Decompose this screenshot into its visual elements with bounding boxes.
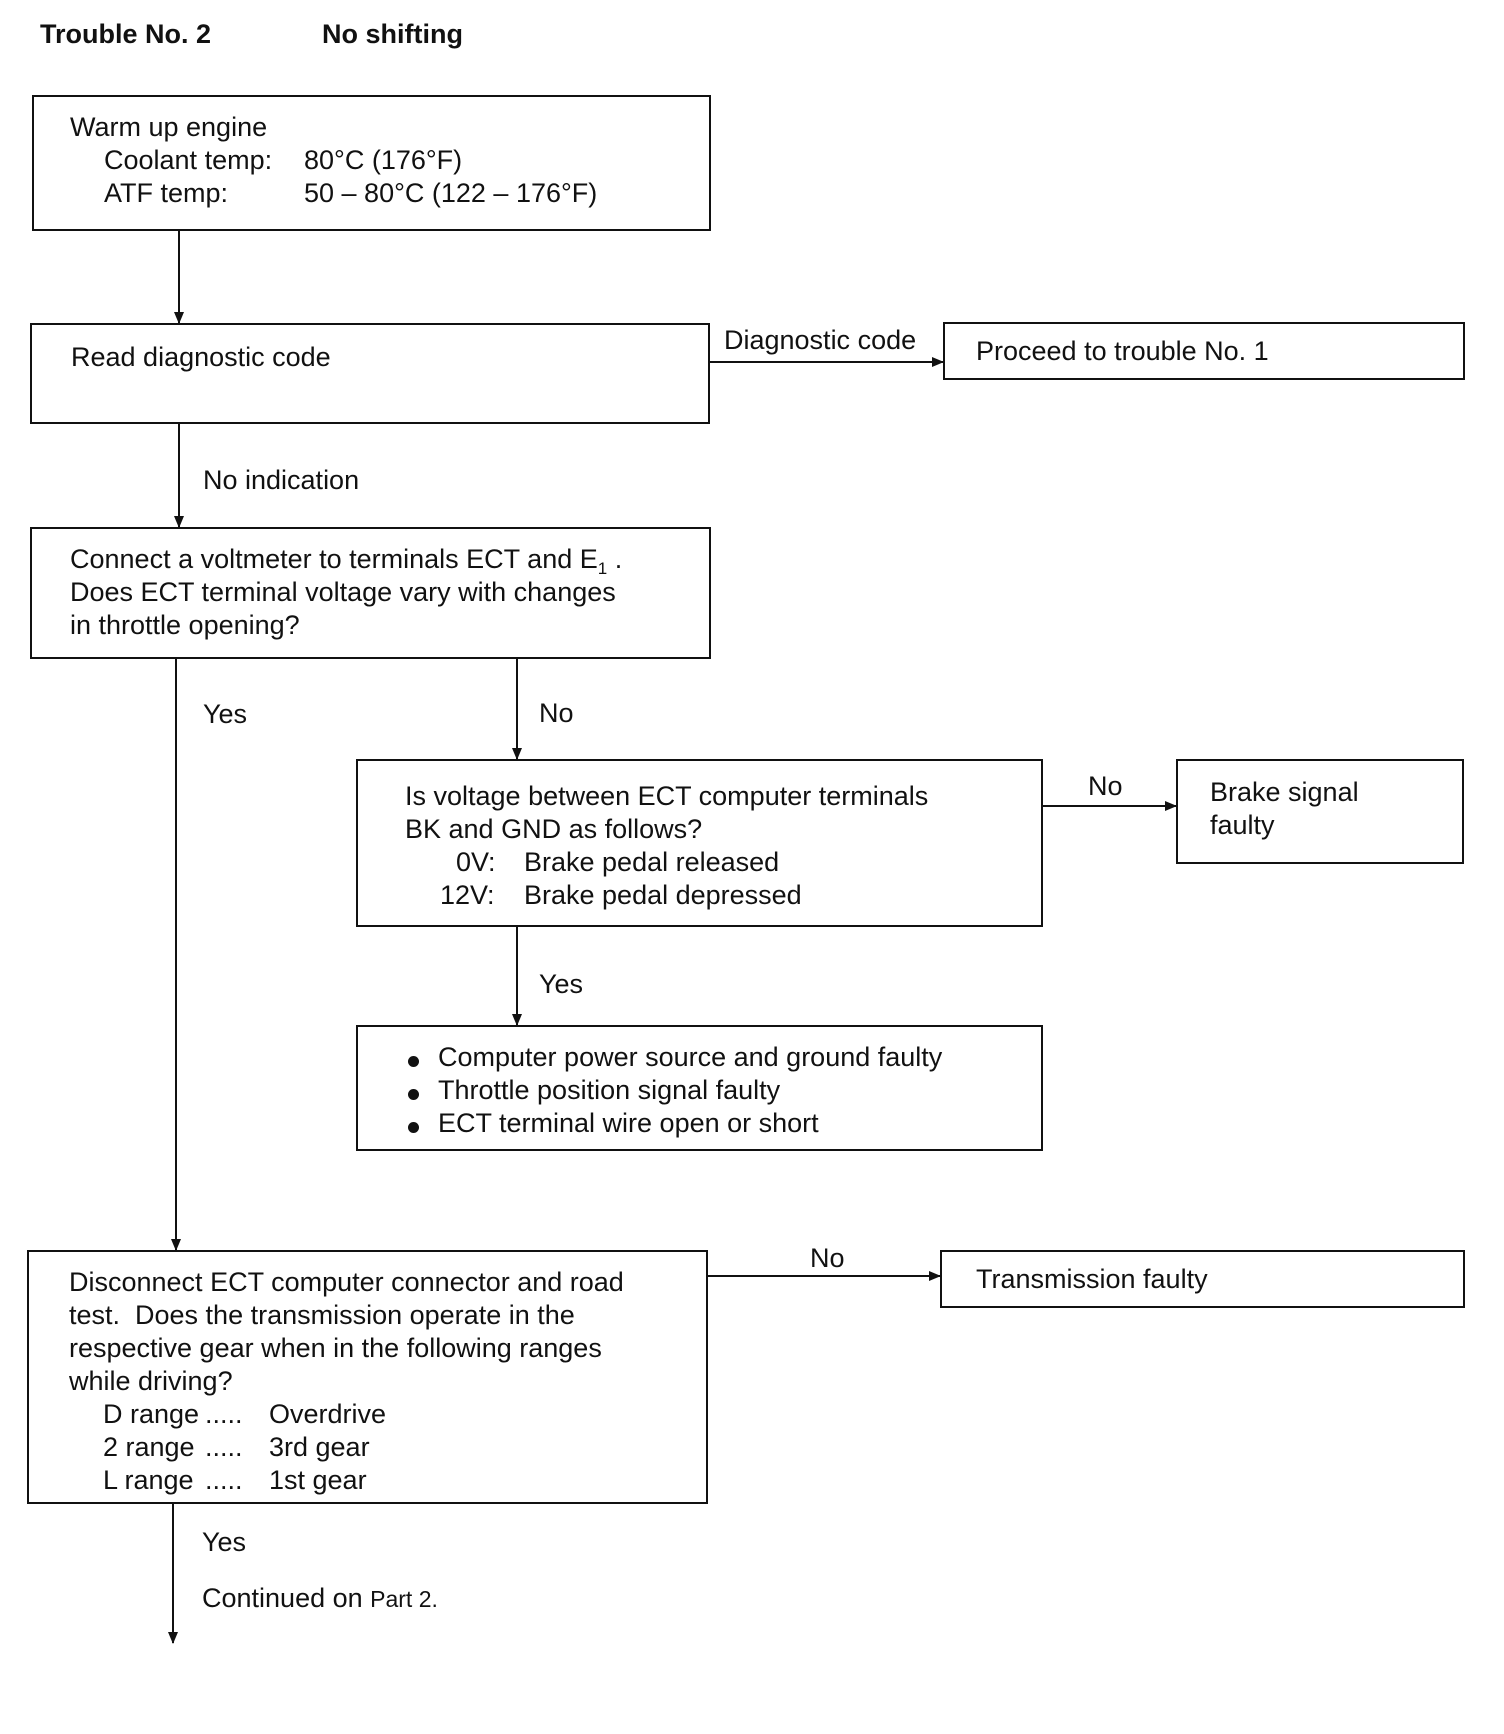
edge-label-yes-3: Yes <box>202 1527 247 1557</box>
brake-faulty-line1: Brake signal <box>1210 777 1359 807</box>
range-2-dots: ..... <box>205 1432 243 1462</box>
brake-released-label: 0V: <box>456 847 496 877</box>
result-transmission-faulty-box: Transmission faulty <box>940 1250 1465 1308</box>
step-road-test-box: Disconnect ECT computer connector and ro… <box>27 1250 708 1504</box>
edge-label-no-3: No <box>810 1243 845 1273</box>
step-voltmeter-box: Connect a voltmeter to terminals ECT and… <box>30 527 711 659</box>
step-warm-up-box: Warm up engine Coolant temp: 80°C (176°F… <box>32 95 711 231</box>
edge-label-yes-1: Yes <box>203 699 248 729</box>
brake-depressed-label: 12V: <box>440 880 495 910</box>
result-causes-box: Computer power source and ground faulty … <box>356 1025 1043 1151</box>
road-test-line1: Disconnect ECT computer connector and ro… <box>69 1267 624 1297</box>
brake-check-line2: BK and GND as follows? <box>405 814 703 844</box>
range-2-label: 2 range <box>103 1432 195 1462</box>
trans-faulty-text: Transmission faulty <box>976 1264 1208 1294</box>
range-d-dots: ..... <box>205 1399 243 1429</box>
brake-check-line1: Is voltage between ECT computer terminal… <box>405 781 929 811</box>
brake-released-value: Brake pedal released <box>524 847 780 877</box>
edge-label-no-indication: No indication <box>203 465 360 495</box>
edge-label-no-1: No <box>539 698 574 728</box>
cause-item: ECT terminal wire open or short <box>438 1108 819 1138</box>
voltmeter-line1: Connect a voltmeter to terminals ECT and… <box>70 544 623 578</box>
voltmeter-line2: Does ECT terminal voltage vary with chan… <box>70 577 616 607</box>
trouble-symptom: No shifting <box>322 19 463 49</box>
road-test-line4: while driving? <box>69 1366 233 1396</box>
road-test-line3: respective gear when in the following ra… <box>69 1333 602 1363</box>
bullet <box>408 1122 419 1133</box>
brake-faulty-line2: faulty <box>1210 810 1275 840</box>
read-code-text: Read diagnostic code <box>71 342 331 372</box>
cause-item: Throttle position signal faulty <box>438 1075 781 1105</box>
voltmeter-line3: in throttle opening? <box>70 610 300 640</box>
coolant-label: Coolant temp: <box>104 145 273 175</box>
range-2-gear: 3rd gear <box>269 1432 370 1462</box>
result-brake-faulty-box: Brake signal faulty <box>1176 759 1464 864</box>
bullet <box>408 1089 419 1100</box>
step-brake-check-box: Is voltage between ECT computer terminal… <box>356 759 1043 927</box>
result-trouble-1-box: Proceed to trouble No. 1 <box>943 322 1465 380</box>
range-l-gear: 1st gear <box>269 1465 367 1495</box>
range-d-label: D range <box>103 1399 200 1429</box>
cause-item: Computer power source and ground faulty <box>438 1042 943 1072</box>
edge-label-diagnostic-code: Diagnostic code <box>724 325 917 355</box>
range-l-dots: ..... <box>205 1465 243 1495</box>
brake-depressed-value: Brake pedal depressed <box>524 880 802 910</box>
trouble1-text: Proceed to trouble No. 1 <box>976 336 1269 366</box>
continued-note: Continued on Part 2. <box>202 1583 438 1613</box>
atf-label: ATF temp: <box>104 178 229 208</box>
range-d-gear: Overdrive <box>269 1399 387 1429</box>
step-read-code-box: Read diagnostic code <box>30 323 710 424</box>
range-l-label: L range <box>103 1465 194 1495</box>
road-test-line2: test. Does the transmission operate in t… <box>69 1300 575 1330</box>
edge-label-no-2: No <box>1088 771 1123 801</box>
coolant-value: 80°C (176°F) <box>304 145 463 175</box>
bullet <box>408 1056 419 1067</box>
edge-label-yes-2: Yes <box>539 969 584 999</box>
warmup-title: Warm up engine <box>70 112 268 142</box>
trouble-number: Trouble No. 2 <box>40 19 212 49</box>
atf-value: 50 – 80°C (122 – 176°F) <box>304 178 598 208</box>
